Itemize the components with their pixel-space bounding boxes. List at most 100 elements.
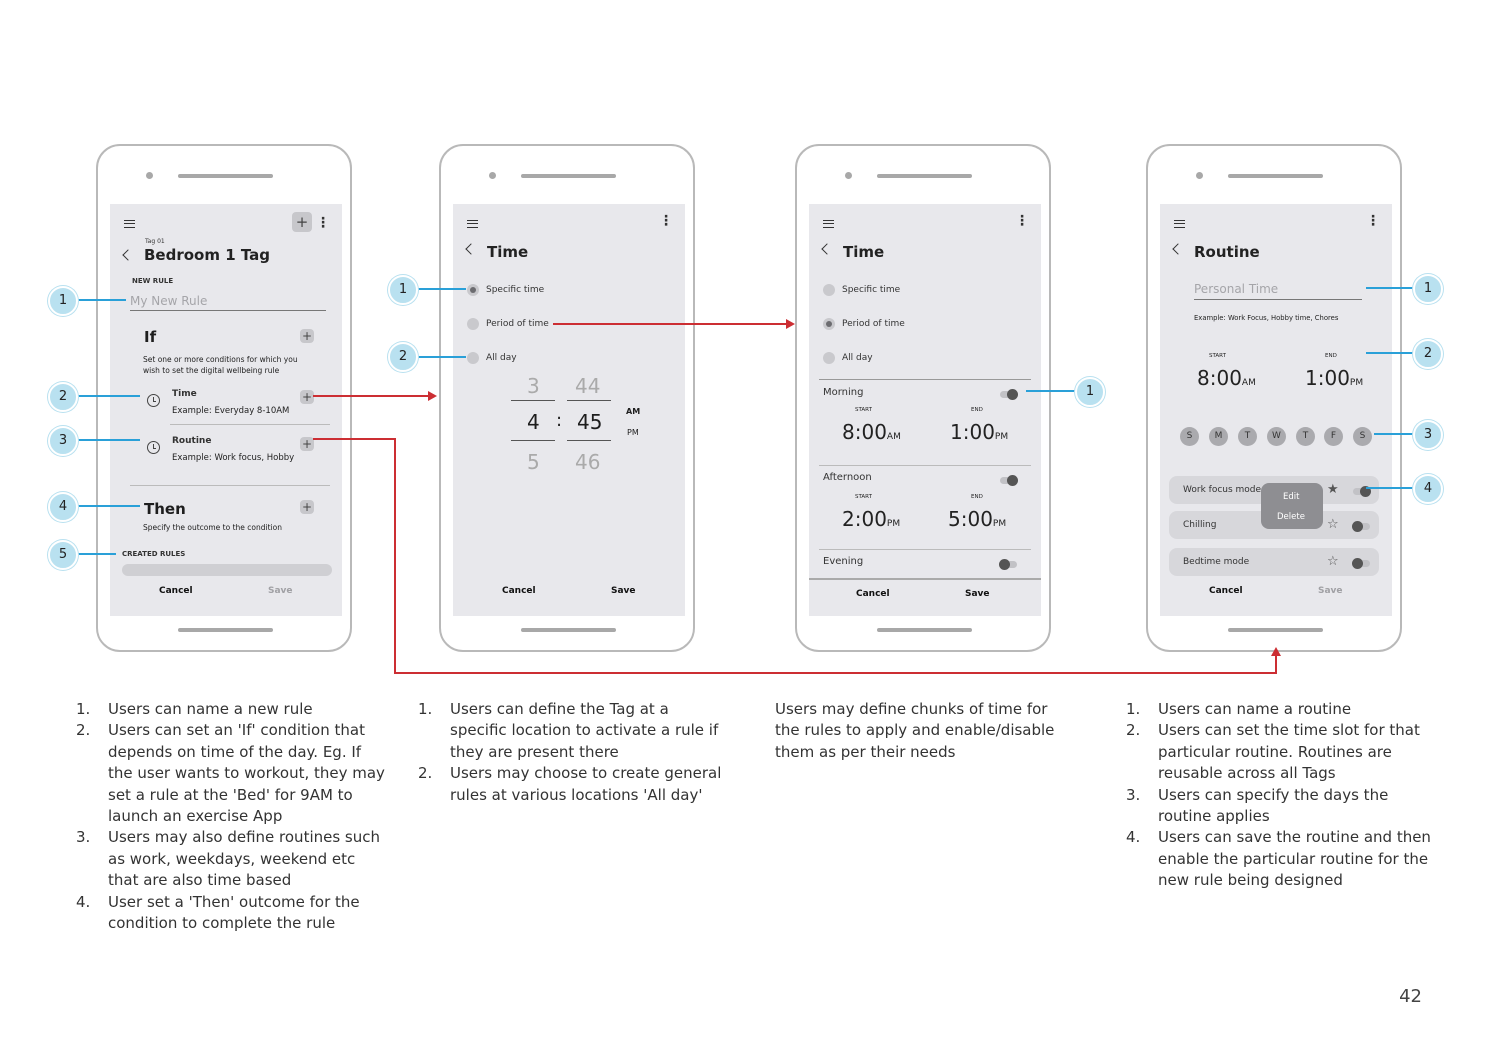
back-icon[interactable]: [821, 243, 833, 255]
desc-item: 1.Users can define the Tag at a specific…: [418, 700, 719, 761]
day-wednesday[interactable]: W: [1267, 427, 1286, 446]
routine-toggle[interactable]: [1353, 486, 1371, 497]
radio-all-day[interactable]: [823, 352, 835, 364]
home-bar[interactable]: [1228, 628, 1323, 632]
leader-line: [1366, 352, 1414, 354]
radio-period-of-time[interactable]: [467, 318, 479, 330]
description-column-3: Users may define chunks of time for the …: [775, 700, 1055, 761]
clock-icon: [147, 441, 160, 454]
callout-1: 1: [1413, 274, 1443, 304]
routine-toggle[interactable]: [1352, 558, 1370, 569]
minute-next[interactable]: 46: [575, 450, 601, 474]
menu-icon[interactable]: [467, 220, 478, 228]
tag-small-label: Tag 01: [145, 238, 165, 245]
day-friday[interactable]: F: [1324, 427, 1343, 446]
add-if-icon[interactable]: +: [300, 329, 314, 343]
desc-item: 2.Users may choose to create general rul…: [418, 764, 722, 804]
day-monday[interactable]: M: [1209, 427, 1228, 446]
routine-end-time[interactable]: 1:00PM: [1305, 366, 1364, 390]
desc-item: 4.Users can save the routine and then en…: [1126, 828, 1431, 890]
add-time-icon[interactable]: +: [300, 390, 314, 404]
phone-1: + ⋮ Tag 01 Bedroom 1 Tag NEW RULE My New…: [96, 144, 352, 652]
desc-item: 4.User set a 'Then' outcome for the cond…: [76, 892, 360, 933]
flow-line-time: [313, 395, 433, 397]
minute-current[interactable]: 45: [577, 410, 603, 434]
rule-name-input[interactable]: My New Rule: [130, 294, 326, 311]
more-options-icon[interactable]: ⋮: [1015, 213, 1029, 229]
routine-name-input[interactable]: Personal Time: [1194, 282, 1362, 300]
phone-3: ⋮ Time Specific time Period of time All …: [795, 144, 1051, 652]
callout-2: 2: [1413, 339, 1443, 369]
radio-specific-time[interactable]: [467, 284, 479, 296]
star-outline-icon[interactable]: ☆: [1327, 517, 1339, 532]
screen-time-picker: ⋮ Time Specific time Period of time All …: [453, 204, 685, 616]
day-sunday[interactable]: S: [1180, 427, 1199, 446]
home-bar[interactable]: [877, 628, 972, 632]
afternoon-label: Afternoon: [823, 472, 872, 483]
back-icon[interactable]: [1172, 243, 1184, 255]
hour-current[interactable]: 4: [527, 410, 540, 434]
evening-label: Evening: [823, 556, 864, 567]
all-day-label: All day: [842, 353, 873, 363]
morning-toggle[interactable]: [1000, 389, 1018, 400]
add-icon[interactable]: +: [292, 212, 312, 232]
cancel-button[interactable]: Cancel: [502, 586, 536, 596]
morning-start-time[interactable]: 8:00AM: [842, 420, 901, 444]
more-options-icon[interactable]: ⋮: [659, 213, 673, 229]
arrow-head: [428, 391, 437, 401]
day-saturday[interactable]: S: [1353, 427, 1372, 446]
picker-line: [567, 400, 611, 401]
callout-2: 2: [388, 342, 418, 372]
afternoon-end-time[interactable]: 5:00PM: [948, 507, 1007, 531]
callout-1: 1: [1075, 377, 1105, 407]
radio-period-of-time[interactable]: [823, 318, 835, 330]
add-routine-icon[interactable]: +: [300, 437, 314, 451]
save-button[interactable]: Save: [611, 586, 636, 596]
save-button[interactable]: Save: [268, 586, 293, 596]
radio-all-day[interactable]: [467, 352, 479, 364]
leader-line: [1026, 390, 1076, 392]
desc-item: 3.Users may also define routines such as…: [76, 828, 381, 890]
back-icon[interactable]: [122, 249, 134, 261]
routine-start-time[interactable]: 8:00AM: [1197, 366, 1256, 390]
more-options-icon[interactable]: ⋮: [1366, 213, 1380, 229]
routine-item-bedtime[interactable]: [1169, 548, 1379, 576]
camera: [146, 172, 153, 179]
cancel-button[interactable]: Cancel: [1209, 586, 1243, 596]
pm-option[interactable]: PM: [627, 428, 639, 437]
flow-line-routine: [1275, 654, 1277, 674]
menu-icon[interactable]: [1174, 220, 1185, 228]
day-tuesday[interactable]: T: [1238, 427, 1257, 446]
star-outline-icon[interactable]: ☆: [1327, 554, 1339, 569]
menu-icon[interactable]: [124, 220, 135, 228]
back-icon[interactable]: [465, 243, 477, 255]
minute-prev[interactable]: 44: [575, 374, 601, 398]
camera: [1196, 172, 1203, 179]
save-button[interactable]: Save: [965, 589, 990, 599]
menu-icon[interactable]: [823, 220, 834, 228]
evening-toggle[interactable]: [999, 559, 1017, 570]
afternoon-toggle[interactable]: [1000, 475, 1018, 486]
radio-specific-time[interactable]: [823, 284, 835, 296]
home-bar[interactable]: [178, 628, 273, 632]
cancel-button[interactable]: Cancel: [856, 589, 890, 599]
start-label: START: [855, 494, 872, 500]
created-rules-label: CREATED RULES: [122, 550, 186, 558]
add-then-icon[interactable]: +: [300, 500, 314, 514]
star-filled-icon[interactable]: ★: [1327, 482, 1339, 497]
day-thursday[interactable]: T: [1296, 427, 1315, 446]
save-button[interactable]: Save: [1318, 586, 1343, 596]
hour-next[interactable]: 5: [527, 450, 540, 474]
routine-toggle[interactable]: [1352, 521, 1370, 532]
menu-delete[interactable]: Delete: [1277, 512, 1305, 522]
hour-prev[interactable]: 3: [527, 374, 540, 398]
more-options-icon[interactable]: ⋮: [316, 215, 330, 231]
description-column-4: 1.Users can name a routine 2.Users can s…: [1126, 699, 1431, 892]
afternoon-start-time[interactable]: 2:00PM: [842, 507, 901, 531]
menu-edit[interactable]: Edit: [1283, 492, 1300, 502]
home-bar[interactable]: [521, 628, 616, 632]
specific-time-label: Specific time: [842, 285, 901, 295]
cancel-button[interactable]: Cancel: [159, 586, 193, 596]
morning-end-time[interactable]: 1:00PM: [950, 420, 1009, 444]
am-option[interactable]: AM: [626, 407, 641, 416]
